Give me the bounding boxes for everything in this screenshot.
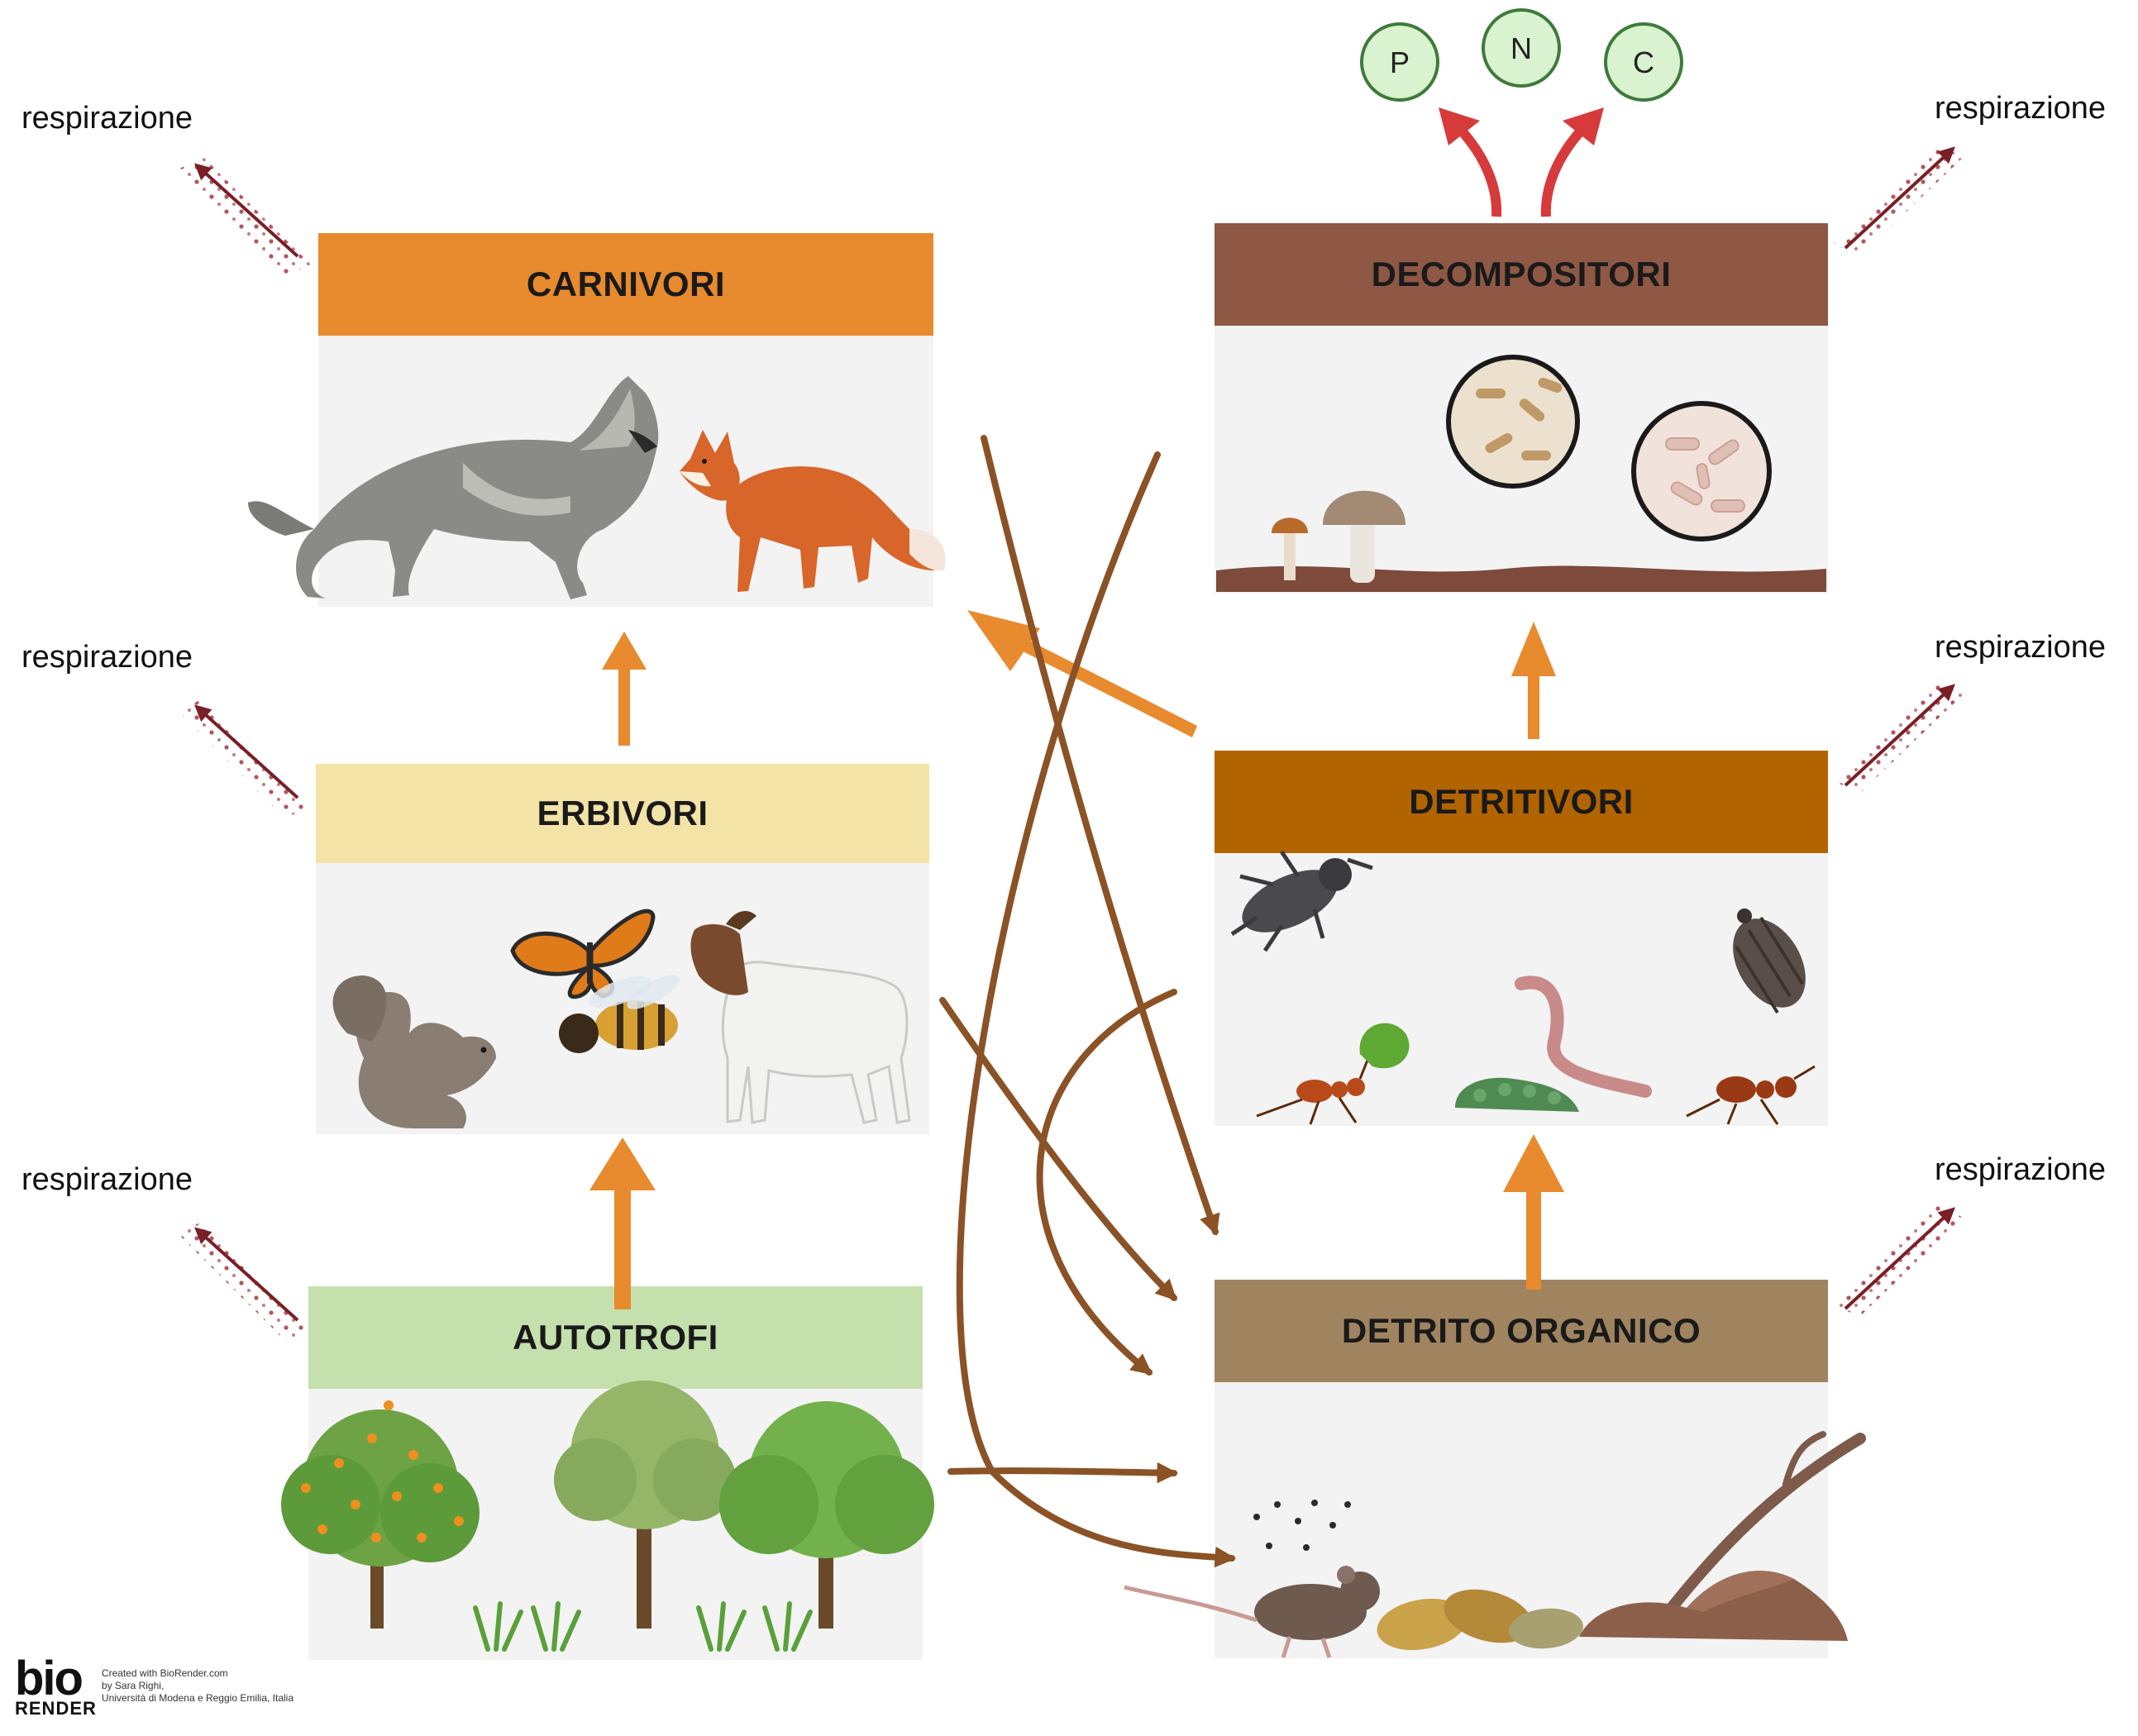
dead-leaves-icon — [1377, 1589, 1583, 1651]
ant-icon-2 — [1686, 1065, 1816, 1125]
respiration-arrow-carnivori — [178, 157, 311, 277]
beetle-icon — [1230, 850, 1373, 952]
nutrient-arrow-left — [1439, 107, 1502, 217]
autotrofi-header: AUTOTROFI — [308, 1286, 923, 1389]
goat-icon — [690, 911, 911, 1124]
butterfly-icon — [510, 909, 656, 999]
respiration-label-decompositori: respirazione — [1935, 91, 2106, 126]
logo-word-bio: bio — [15, 1652, 84, 1705]
credit-line-2: by Sara Righi, — [101, 1680, 165, 1691]
energy-arrow-detrito-to-detritivori — [1503, 1134, 1564, 1290]
tree-icon — [554, 1381, 736, 1629]
nutrient-n-icon: N — [1482, 8, 1561, 88]
respiration-arrow-decompositori — [1834, 145, 1964, 256]
bacteria-icon — [1446, 355, 1580, 489]
respiration-arrow-autotrofi — [178, 1221, 311, 1341]
bee-icon — [559, 975, 680, 1053]
energy-arrow-detritivori-to-carnivori — [967, 610, 1197, 737]
biorender-logo: bio RENDER Created with BioRender.com by… — [15, 1652, 293, 1719]
fox-icon — [680, 430, 946, 592]
carnivori-header: CARNIVORI — [318, 233, 933, 336]
matter-flow-carnivori-to-detrito — [981, 435, 1220, 1236]
soil-strip — [1216, 565, 1826, 592]
dead-mouse-icon — [1124, 1566, 1380, 1658]
grass-icon — [473, 1601, 813, 1652]
respiration-label-erbivori: respirazione — [21, 640, 193, 675]
branch-icon — [1656, 1431, 1866, 1626]
matter-flow-autotrofi-to-detrito — [947, 1462, 1179, 1484]
nutrient-p-icon: P — [1360, 22, 1439, 102]
respiration-label-carnivori: respirazione — [21, 101, 193, 136]
mushroom-icon — [1272, 490, 1405, 583]
matter-flow-decompositori-to-detrito — [956, 451, 1237, 1568]
energy-arrow-autotrofi-to-erbivori — [589, 1137, 656, 1309]
credit-text: Created with BioRender.com by Sara Righi… — [102, 1667, 293, 1705]
bush-tree-icon — [719, 1401, 934, 1629]
credit-line-1: Created with BioRender.com — [101, 1667, 228, 1679]
logo-wordmark: bio RENDER — [15, 1652, 97, 1719]
decompositori-header: DECOMPOSITORI — [1215, 223, 1828, 326]
wolf-icon — [248, 376, 659, 599]
detritivori-header: DETRITIVORI — [1215, 751, 1828, 853]
nutrient-p-label: P — [1390, 45, 1410, 79]
nutrient-c-label: C — [1633, 45, 1654, 79]
soil-pile-icon — [1579, 1571, 1848, 1641]
energy-arrow-erbivori-to-carnivori — [602, 632, 647, 746]
matter-flow-detritivori-to-detrito — [1036, 989, 1177, 1376]
nutrient-arrow-right — [1540, 107, 1604, 217]
logo-word-render: RENDER — [15, 1698, 97, 1719]
bacteria-icon-2 — [1631, 401, 1772, 541]
woodlouse-icon — [1733, 909, 1806, 1014]
respiration-arrow-detritivori — [1834, 682, 1964, 794]
erbivori-header: ERBIVORI — [316, 764, 929, 863]
respiration-label-detrito: respirazione — [1935, 1152, 2106, 1187]
matter-flow-erbivori-to-detrito — [939, 997, 1177, 1301]
respiration-arrow-erbivori — [178, 699, 311, 818]
detrito-header: DETRITO ORGANICO — [1215, 1280, 1828, 1382]
flies-icon — [1253, 1500, 1351, 1551]
orange-tree-icon — [281, 1400, 480, 1629]
squirrel-icon — [332, 975, 496, 1128]
energy-arrow-detritivori-to-decompositori — [1511, 622, 1556, 739]
credit-line-3: Università di Modena e Reggio Emilia, It… — [101, 1692, 294, 1704]
nutrient-c-icon: C — [1604, 22, 1683, 102]
earthworm-icon — [1515, 975, 1652, 1098]
ant-icon — [1256, 1023, 1410, 1125]
respiration-label-autotrofi: respirazione — [21, 1162, 193, 1197]
respiration-arrow-detrito — [1834, 1205, 1964, 1317]
respiration-label-detritivori: respirazione — [1935, 630, 2106, 665]
caterpillar-icon — [1455, 1077, 1579, 1112]
nutrient-n-label: N — [1510, 31, 1532, 65]
